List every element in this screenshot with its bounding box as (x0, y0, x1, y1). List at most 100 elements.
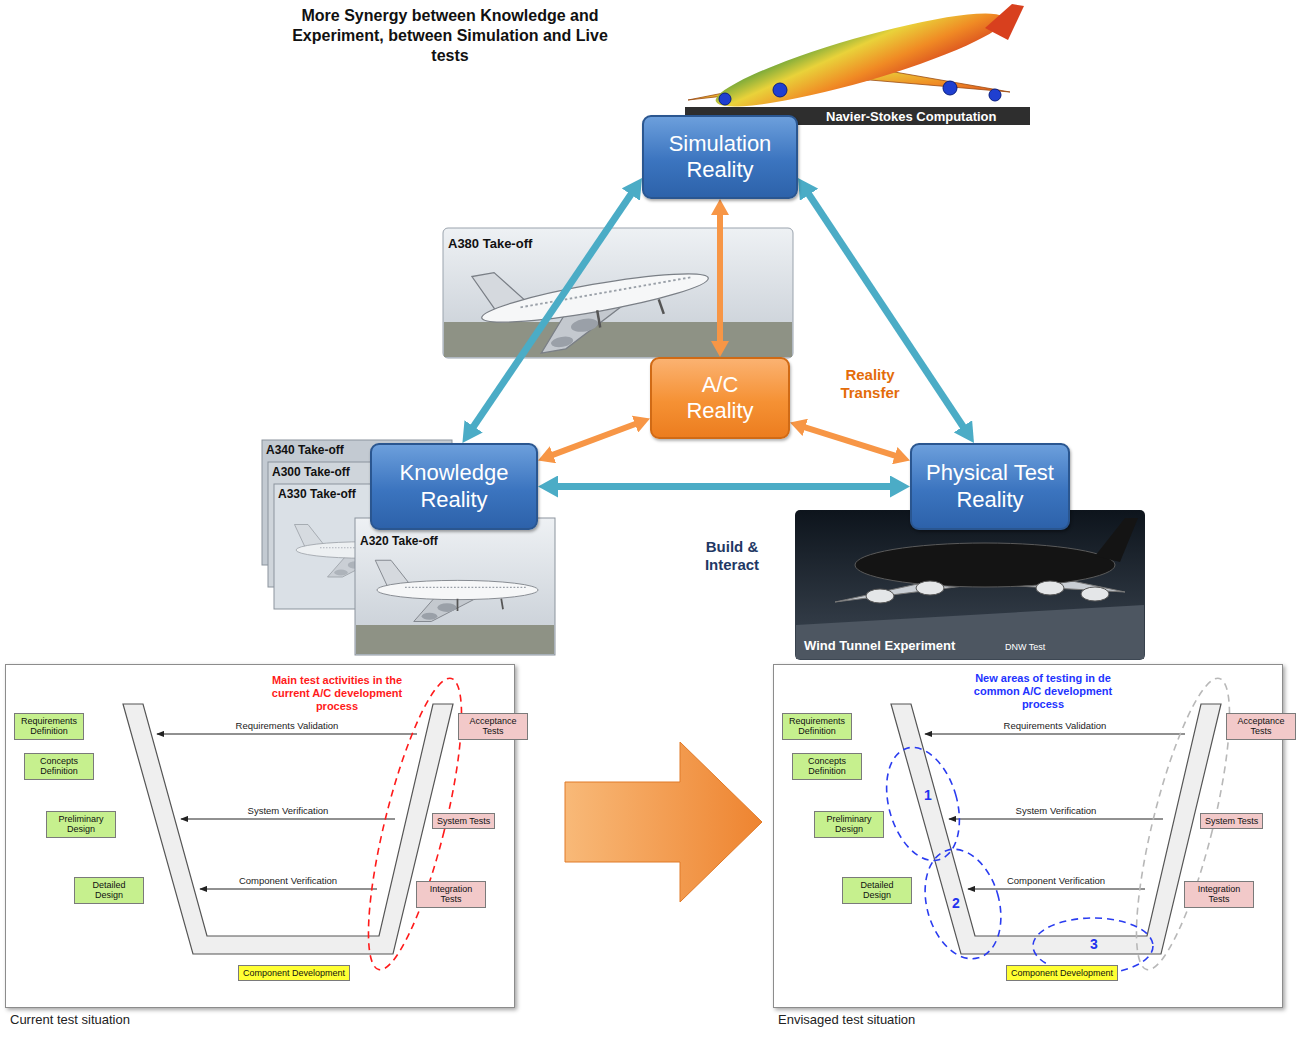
connector-arrow (800, 426, 901, 458)
fuselage (710, 0, 1011, 122)
box-label: Integration Tests (1189, 884, 1249, 905)
v-shape (891, 704, 1221, 954)
arrow-label: Component Verification (239, 875, 337, 887)
reality-box: Knowledge Reality (370, 443, 538, 530)
box-label: Requirements Definition (787, 716, 847, 737)
v-shape (123, 704, 453, 954)
verification-arrow (925, 734, 1185, 735)
image-caption: A340 Take-off (266, 443, 344, 457)
phase-box: Preliminary Design (46, 811, 116, 838)
phase-box: Detailed Design (842, 877, 912, 904)
phase-box: Acceptance Tests (1226, 713, 1296, 740)
image-credit: DNW Test (1005, 642, 1045, 653)
phase-box: Detailed Design (74, 877, 144, 904)
transition-arrow (565, 742, 762, 902)
engine (1036, 581, 1064, 595)
engine (1081, 587, 1109, 601)
v-model-right (773, 664, 1283, 1008)
verification-arrow (200, 889, 377, 890)
box-label: Detailed Design (847, 880, 907, 901)
arrow-label: System Verification (248, 805, 329, 817)
v-model-panel: Envisaged test situationRequirements Def… (773, 664, 1283, 1008)
connector-label: Build & Interact (692, 538, 772, 574)
tunnel-floor (796, 605, 1144, 659)
connector-arrow (547, 422, 640, 457)
runway (444, 322, 792, 357)
verification-arrow (949, 819, 1163, 820)
panel-ground (5, 664, 515, 1008)
phase-box: Preliminary Design (814, 811, 884, 838)
arrow-label: Requirements Validation (236, 720, 339, 732)
image-caption: A300 Take-off (272, 465, 350, 479)
callout-number: 1 (923, 788, 933, 803)
arrow-label: Component Verification (1007, 875, 1105, 887)
image-caption: Navier-Stokes Computation (826, 109, 996, 125)
image-caption: A330 Take-off (278, 487, 356, 501)
box-label: Acceptance Tests (463, 716, 523, 737)
phase-box: Requirements Definition (14, 713, 84, 740)
verification-arrow (157, 734, 417, 735)
reality-box: A/C Reality (650, 357, 790, 439)
v-model-left (5, 664, 515, 1008)
box-label: Preliminary Design (51, 814, 111, 835)
connector-arrow (550, 483, 898, 490)
phase-box: Integration Tests (1184, 881, 1254, 908)
box-label: Knowledge Reality (380, 460, 528, 513)
box-label: Simulation Reality (652, 131, 788, 184)
image-caption: Wind Tunnel Experiment (804, 638, 955, 654)
engine (989, 89, 1001, 101)
box-label: Concepts Definition (797, 756, 857, 777)
phase-box: Acceptance Tests (458, 713, 528, 740)
image-caption: A320 Take-off (360, 534, 438, 548)
tail-fin (985, 4, 1024, 40)
panel-caption: Current test situation (10, 1012, 130, 1028)
verification-arrow (181, 819, 395, 820)
connector-arrow (805, 188, 968, 433)
model-fuselage (855, 543, 1115, 587)
reality-box: Physical Test Reality (910, 443, 1070, 530)
aircraft (375, 560, 538, 621)
engine (943, 81, 957, 95)
phase-box: Integration Tests (416, 881, 486, 908)
navier-stokes-image (685, 0, 1030, 125)
engine (773, 83, 787, 97)
box-label: Component Development (1011, 968, 1113, 978)
phase-box: System Tests (432, 813, 495, 829)
a380-photo (443, 228, 793, 363)
wind-tunnel-photo (795, 510, 1145, 660)
callout-number: 2 (951, 896, 961, 911)
callout-number: 3 (1089, 937, 1099, 952)
engine (866, 589, 894, 603)
phase-box: Component Development (238, 965, 350, 981)
image-caption: A380 Take-off (448, 236, 532, 252)
box-label: Preliminary Design (819, 814, 879, 835)
engine (916, 581, 944, 595)
engine (719, 93, 731, 105)
annotation: Main test activities in the current A/C … (267, 674, 407, 713)
diagram-title: More Synergy between Knowledge and Exper… (290, 6, 610, 66)
panel-caption: Envisaged test situation (778, 1012, 915, 1028)
runway (356, 625, 554, 654)
box-label: Physical Test Reality (920, 460, 1060, 513)
box-label: Concepts Definition (29, 756, 89, 777)
verification-arrow (968, 889, 1145, 890)
box-label: System Tests (437, 816, 490, 826)
box-label: Integration Tests (421, 884, 481, 905)
connector-arrow (717, 209, 723, 347)
phase-box: System Tests (1200, 813, 1263, 829)
panel-ground (773, 664, 1283, 1008)
connector-arrow (469, 188, 635, 433)
box-label: Detailed Design (79, 880, 139, 901)
box-label: Acceptance Tests (1231, 716, 1291, 737)
arrow-label: Requirements Validation (1004, 720, 1107, 732)
phase-box: Concepts Definition (792, 753, 862, 780)
box-label: Requirements Definition (19, 716, 79, 737)
phase-box: Concepts Definition (24, 753, 94, 780)
v-model-panel: Current test situationRequirements Defin… (5, 664, 515, 1008)
annotation: New areas of testing in de common A/C de… (968, 672, 1118, 711)
box-label: System Tests (1205, 816, 1258, 826)
connector-label: Reality Transfer (830, 366, 910, 402)
aircraft (472, 236, 716, 363)
tail-fin (1095, 518, 1138, 562)
reality-box: Simulation Reality (642, 115, 798, 199)
